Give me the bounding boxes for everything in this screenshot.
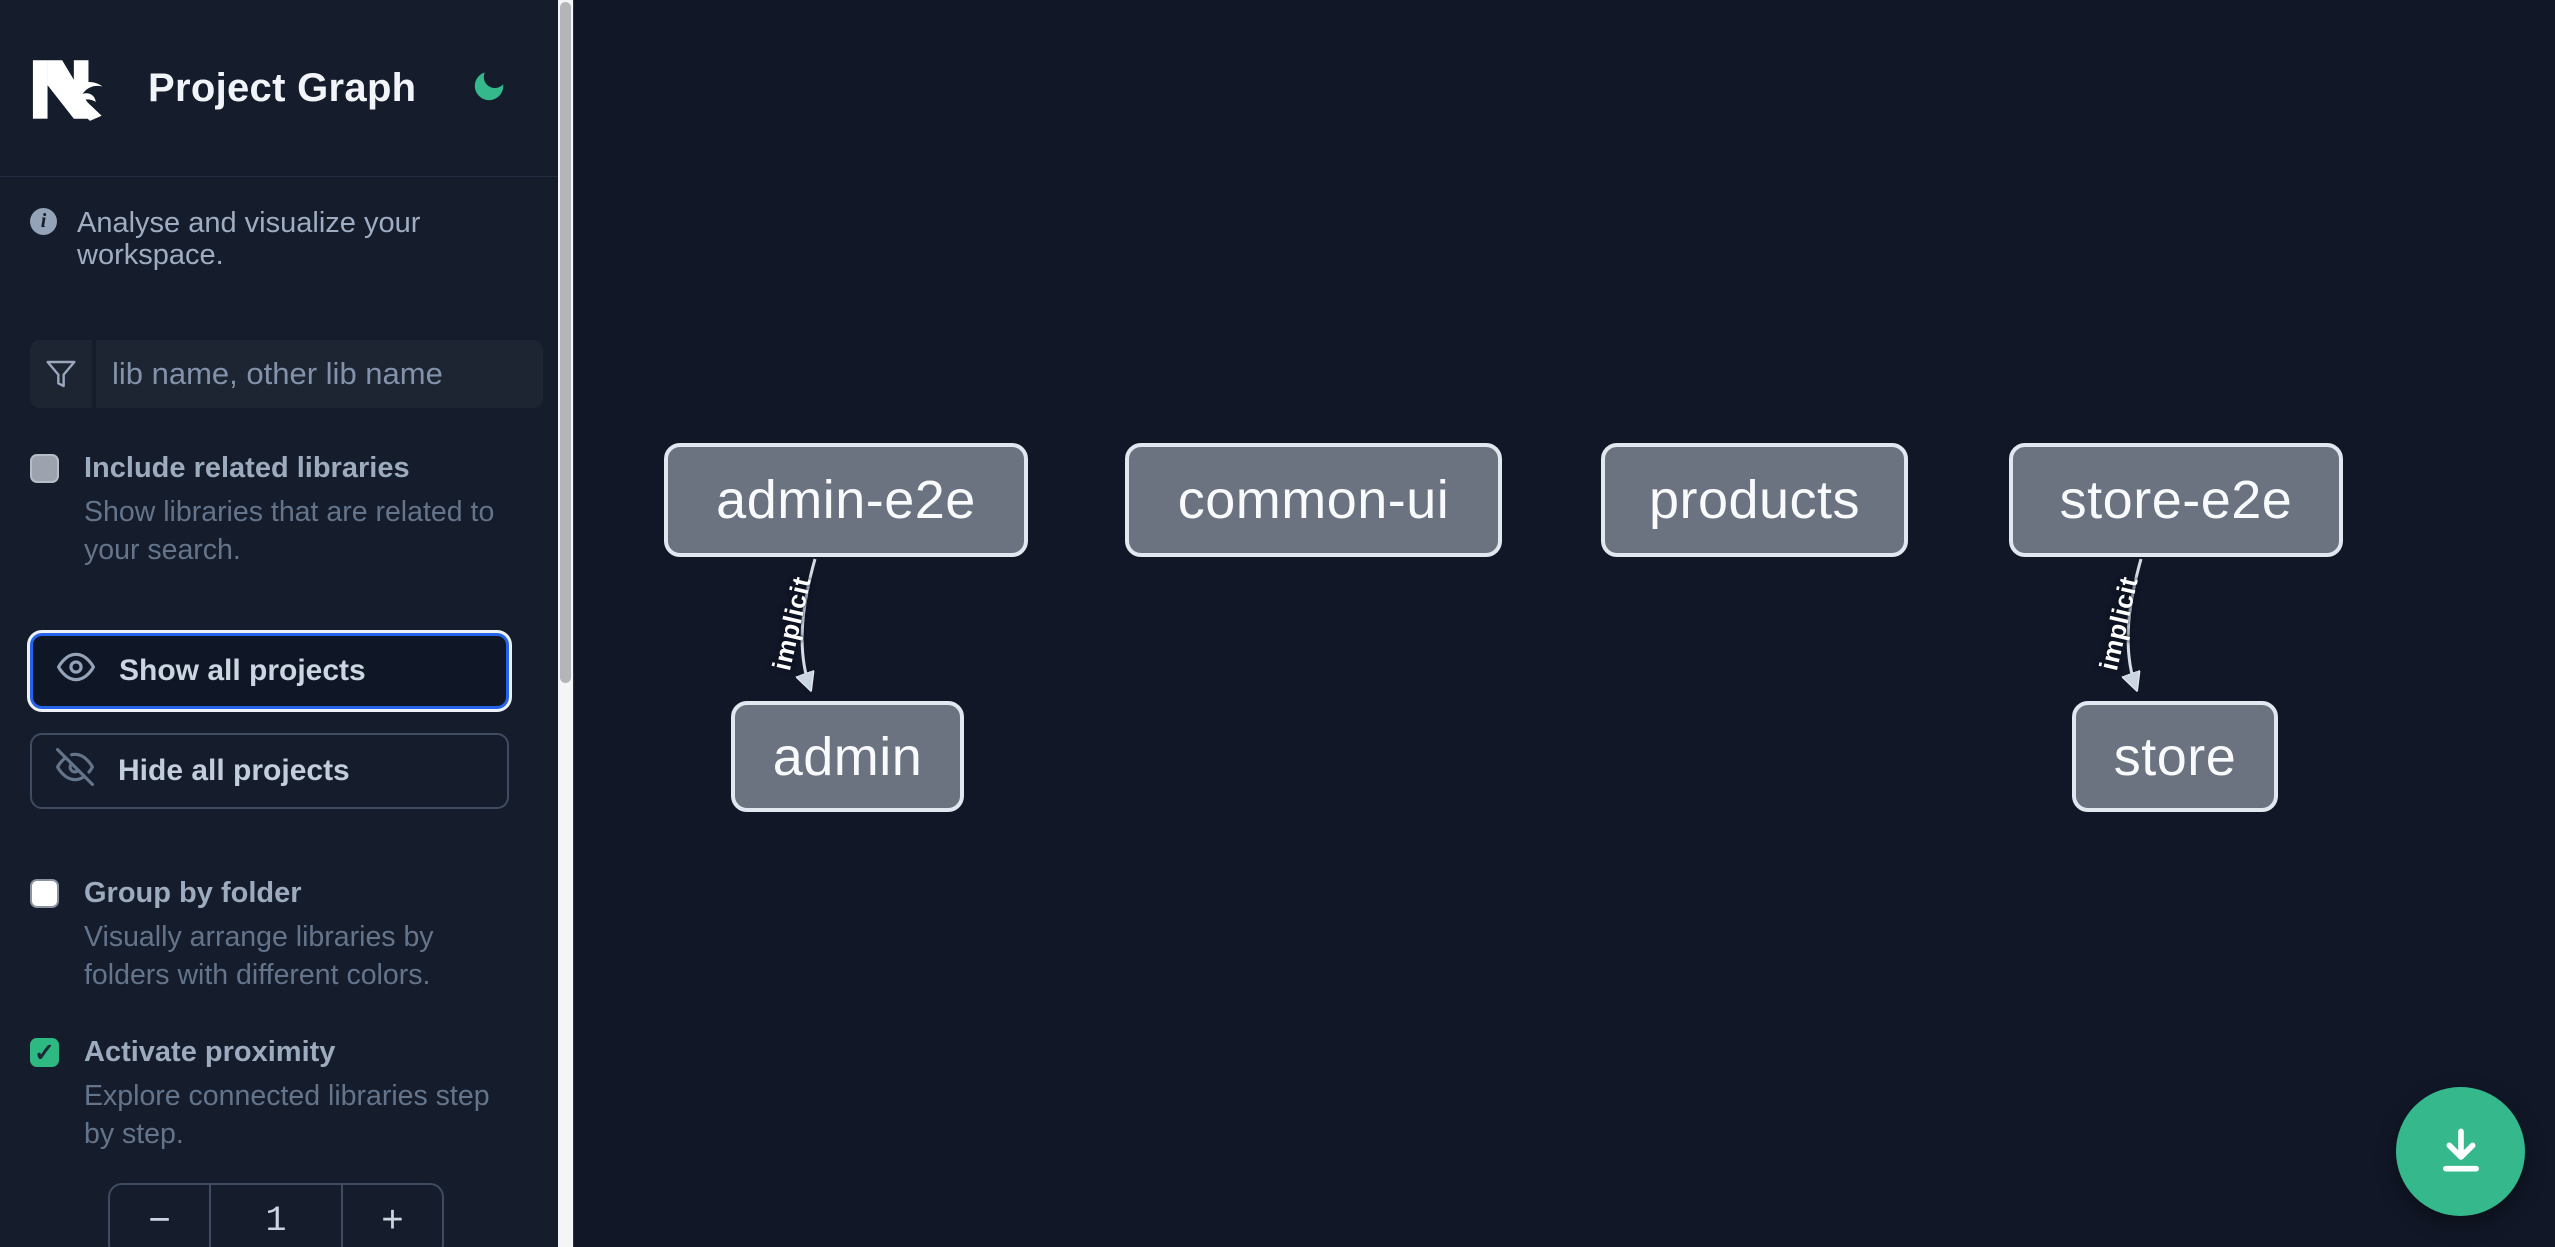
sidebar-header: Project Graph xyxy=(0,0,573,177)
theme-toggle-button[interactable] xyxy=(468,66,510,108)
option-label: Group by folder xyxy=(84,877,302,909)
moon-icon xyxy=(470,71,508,108)
option-description: Explore connected libraries step by step… xyxy=(84,1080,490,1150)
show-all-projects-button[interactable]: Show all projects xyxy=(30,633,509,709)
project-node-common-ui[interactable]: common-ui xyxy=(1125,443,1502,557)
option-label: Activate proximity xyxy=(84,1036,336,1068)
filter-funnel-icon xyxy=(30,340,92,408)
tagline-text: Analyse and visualize your workspace. xyxy=(77,207,421,271)
option-group-by-folder: Group by folder Visually arrange librari… xyxy=(30,875,543,994)
sidebar-scrollbar-thumb[interactable] xyxy=(560,2,571,683)
project-node-store[interactable]: store xyxy=(2072,701,2278,812)
group-by-folder-checkbox[interactable] xyxy=(30,879,59,908)
eye-off-icon xyxy=(56,748,94,794)
eye-icon xyxy=(57,648,95,694)
nx-logo xyxy=(30,48,106,128)
show-all-projects-label: Show all projects xyxy=(119,654,366,687)
page-title: Project Graph xyxy=(148,65,417,110)
project-node-admin-e2e[interactable]: admin-e2e xyxy=(664,443,1028,557)
check-icon: ✓ xyxy=(34,1038,55,1067)
project-node-products[interactable]: products xyxy=(1601,443,1908,557)
search-input[interactable] xyxy=(96,356,543,392)
edge-admin-e2e-to-admin[interactable] xyxy=(802,558,817,688)
info-icon: i xyxy=(30,208,57,235)
project-node-store-e2e[interactable]: store-e2e xyxy=(2009,443,2343,557)
proximity-increment-button[interactable]: + xyxy=(343,1185,442,1247)
sidebar: Project Graph i Analyse and visualize yo… xyxy=(0,0,573,1247)
dependency-edges xyxy=(574,558,2143,1247)
hide-all-projects-label: Hide all projects xyxy=(118,754,350,787)
option-include-related: Include related libraries Show libraries… xyxy=(30,450,543,569)
activate-proximity-checkbox[interactable]: ✓ xyxy=(30,1038,59,1067)
proximity-decrement-button[interactable]: − xyxy=(110,1185,209,1247)
project-node-admin[interactable]: admin xyxy=(731,701,964,812)
option-label: Include related libraries xyxy=(84,452,410,484)
tagline-row: i Analyse and visualize your workspace. xyxy=(30,207,543,271)
include-related-checkbox[interactable] xyxy=(30,454,59,483)
download-graph-button[interactable] xyxy=(2396,1087,2525,1216)
graph-canvas[interactable]: implicit implicit admin-e2e common-ui pr… xyxy=(573,0,2555,1247)
hide-all-projects-button[interactable]: Hide all projects xyxy=(30,733,509,809)
option-description: Visually arrange libraries by folders wi… xyxy=(84,921,434,991)
option-activate-proximity: ✓ Activate proximity Explore connected l… xyxy=(30,1034,543,1153)
option-description: Show libraries that are related to your … xyxy=(84,496,495,566)
proximity-stepper: − 1 + xyxy=(108,1183,444,1247)
search-box xyxy=(30,340,543,408)
download-icon xyxy=(2433,1122,2489,1181)
edge-store-e2e-to-store[interactable] xyxy=(2128,558,2143,688)
proximity-value: 1 xyxy=(209,1185,343,1247)
